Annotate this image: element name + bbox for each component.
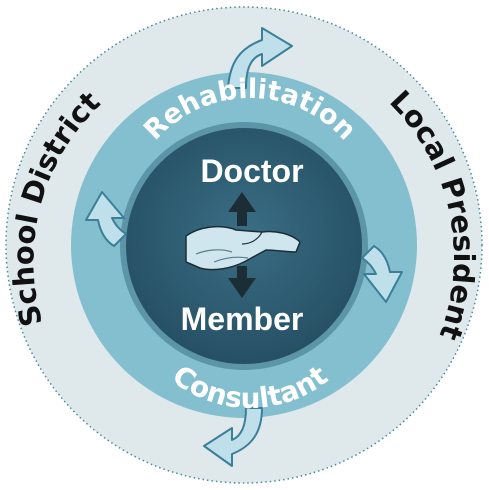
curved-arrow-icon-top bbox=[227, 27, 293, 89]
curved-arrow-icon-left bbox=[85, 191, 127, 247]
curved-arrow-icon-right bbox=[361, 245, 403, 303]
double-headed-arrow-icon bbox=[228, 192, 256, 298]
member-label: Member bbox=[181, 301, 304, 337]
handshake-icon bbox=[185, 225, 301, 271]
doctor-label: Doctor bbox=[200, 153, 303, 189]
curved-arrow-icon-bottom bbox=[203, 407, 263, 467]
